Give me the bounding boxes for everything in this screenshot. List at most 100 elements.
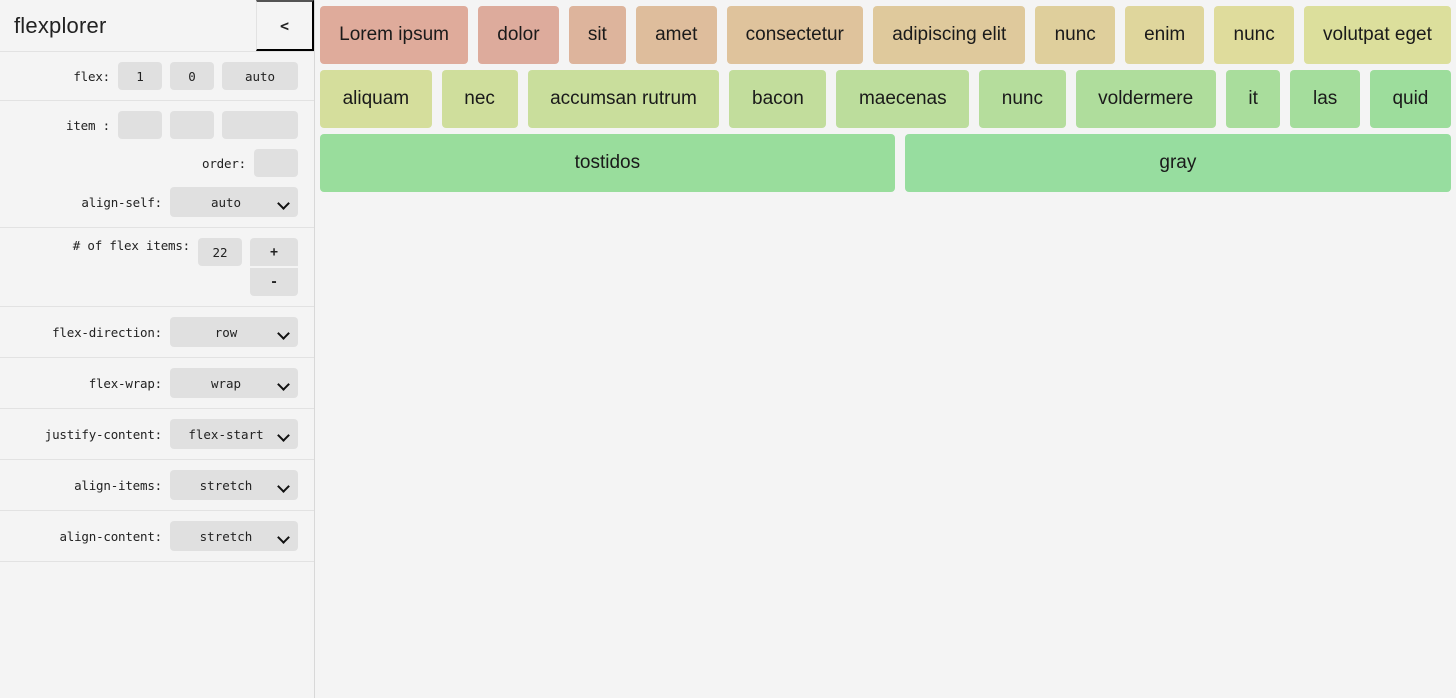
flex-item[interactable]: gray <box>904 134 1452 192</box>
flex-wrap-select[interactable]: nowrapwrapwrap-reverse <box>170 368 298 398</box>
flex-item[interactable]: dolor <box>478 6 559 64</box>
order-input[interactable] <box>254 149 298 177</box>
flex-direction-row: flex-direction: rowrow-reversecolumncolu… <box>0 317 298 347</box>
flex-label: flex: <box>73 68 110 84</box>
flex-item[interactable]: aliquam <box>320 70 432 128</box>
flex-shorthand-row: flex: <box>0 62 298 90</box>
flex-item-label: maecenas <box>858 88 947 109</box>
flex-item[interactable]: consectetur <box>726 6 864 64</box>
flex-wrap-row: flex-wrap: nowrapwrapwrap-reverse <box>0 368 298 398</box>
flex-item-label: quid <box>1392 88 1429 109</box>
order-label: order: <box>202 155 246 171</box>
flex-item[interactable]: maecenas <box>836 70 970 128</box>
align-items-select-wrap: stretchflex-startflex-endcenterbaseline <box>170 470 298 500</box>
sidebar-header: flexplorer < <box>0 0 314 52</box>
flex-item-label: las <box>1313 88 1338 109</box>
align-self-label: align-self: <box>81 194 162 210</box>
flex-direction-label: flex-direction: <box>52 324 162 340</box>
flex-item-label: enim <box>1144 24 1186 45</box>
item-count-row: # of flex items: + - <box>0 238 298 296</box>
section-item-count: # of flex items: + - <box>0 228 314 307</box>
chevron-left-icon: < <box>279 16 290 35</box>
item-label: item : <box>66 117 110 133</box>
justify-content-label: justify-content: <box>44 426 162 442</box>
order-row: order: <box>0 149 298 177</box>
flex-item[interactable]: nunc <box>979 70 1066 128</box>
app-title: flexplorer <box>14 12 107 38</box>
align-items-label: align-items: <box>74 477 162 493</box>
flex-canvas: Lorem ipsum dolor sit amet consectetur adipis… <box>315 0 1456 698</box>
flex-item[interactable]: sit <box>568 6 626 64</box>
flex-item-label: amet <box>655 24 698 45</box>
flex-item[interactable]: nunc <box>1035 6 1115 64</box>
flex-shrink-input[interactable] <box>170 62 214 90</box>
align-self-row: align-self: autoflex-startflex-endcenter… <box>0 187 298 217</box>
flex-item[interactable]: it <box>1225 70 1281 128</box>
flex-item[interactable]: Lorem ipsum <box>320 6 469 64</box>
flex-item-label: dolor <box>497 24 540 45</box>
flex-item-label: gray <box>1159 152 1197 173</box>
flex-item[interactable]: accumsan rutrum <box>527 70 720 128</box>
section-item-settings: item : order: align-self: autoflex-start… <box>0 101 314 228</box>
flex-basis-input[interactable] <box>222 62 298 90</box>
item-grow-input[interactable] <box>118 111 162 139</box>
flex-item[interactable]: voldermere <box>1075 70 1216 128</box>
flex-item-label: nunc <box>1001 88 1043 109</box>
increment-items-button[interactable]: + <box>250 238 298 266</box>
flex-item-label: accumsan rutrum <box>550 88 697 109</box>
flex-item-label: nec <box>464 88 495 109</box>
flex-direction-select[interactable]: rowrow-reversecolumncolumn-reverse <box>170 317 298 347</box>
item-basis-input[interactable] <box>222 111 298 139</box>
justify-content-select-wrap: flex-startflex-endcenterspace-betweenspa… <box>170 419 298 449</box>
flex-item[interactable]: adipiscing elit <box>873 6 1026 64</box>
flex-item-label: it <box>1248 88 1258 109</box>
item-shrink-input[interactable] <box>170 111 214 139</box>
flex-item[interactable]: bacon <box>729 70 827 128</box>
section-justify-content: justify-content: flex-startflex-endcente… <box>0 409 314 460</box>
flex-item-label: tostidos <box>574 152 641 173</box>
align-items-select[interactable]: stretchflex-startflex-endcenterbaseline <box>170 470 298 500</box>
collapse-sidebar-button[interactable]: < <box>256 0 314 51</box>
section-flex-shorthand: flex: <box>0 52 314 101</box>
flex-item[interactable]: amet <box>635 6 717 64</box>
align-items-row: align-items: stretchflex-startflex-endce… <box>0 470 298 500</box>
flex-item-label: nunc <box>1233 24 1275 45</box>
flex-item-label: consectetur <box>745 24 844 45</box>
item-count-stepper: + - <box>250 238 298 296</box>
align-self-select[interactable]: autoflex-startflex-endcenterbaselinestre… <box>170 187 298 217</box>
decrement-items-button[interactable]: - <box>250 268 298 296</box>
flex-item-label: bacon <box>752 88 804 109</box>
item-inputs-row: item : <box>0 111 298 139</box>
section-flex-direction: flex-direction: rowrow-reversecolumncolu… <box>0 307 314 358</box>
flex-item[interactable]: enim <box>1124 6 1205 64</box>
flex-item-label: adipiscing elit <box>892 24 1007 45</box>
flex-item-label: Lorem ipsum <box>339 24 449 45</box>
flex-item-label: aliquam <box>342 88 410 109</box>
flex-item-label: volutpat eget <box>1323 24 1432 45</box>
flex-item[interactable]: quid <box>1369 70 1451 128</box>
flex-item[interactable]: tostidos <box>320 134 895 192</box>
align-content-label: align-content: <box>59 528 162 544</box>
section-align-content: align-content: stretchflex-startflex-end… <box>0 511 314 562</box>
item-count-input[interactable] <box>198 238 242 266</box>
align-content-row: align-content: stretchflex-startflex-end… <box>0 521 298 551</box>
flex-grow-input[interactable] <box>118 62 162 90</box>
flex-item[interactable]: nunc <box>1214 6 1294 64</box>
flex-item-label: sit <box>587 24 607 45</box>
justify-content-row: justify-content: flex-startflex-endcente… <box>0 419 298 449</box>
flex-wrap-select-wrap: nowrapwrapwrap-reverse <box>170 368 298 398</box>
section-align-items: align-items: stretchflex-startflex-endce… <box>0 460 314 511</box>
flex-item[interactable]: volutpat eget <box>1303 6 1452 64</box>
section-flex-wrap: flex-wrap: nowrapwrapwrap-reverse <box>0 358 314 409</box>
flex-direction-select-wrap: rowrow-reversecolumncolumn-reverse <box>170 317 298 347</box>
flex-item[interactable]: las <box>1290 70 1360 128</box>
align-self-select-wrap: autoflex-startflex-endcenterbaselinestre… <box>170 187 298 217</box>
flex-item[interactable]: nec <box>441 70 518 128</box>
align-content-select[interactable]: stretchflex-startflex-endcenterspace-bet… <box>170 521 298 551</box>
flex-item-label: nunc <box>1054 24 1096 45</box>
align-content-select-wrap: stretchflex-startflex-endcenterspace-bet… <box>170 521 298 551</box>
flex-wrap-label: flex-wrap: <box>88 375 162 391</box>
justify-content-select[interactable]: flex-startflex-endcenterspace-betweenspa… <box>170 419 298 449</box>
flex-item-label: voldermere <box>1098 88 1194 109</box>
